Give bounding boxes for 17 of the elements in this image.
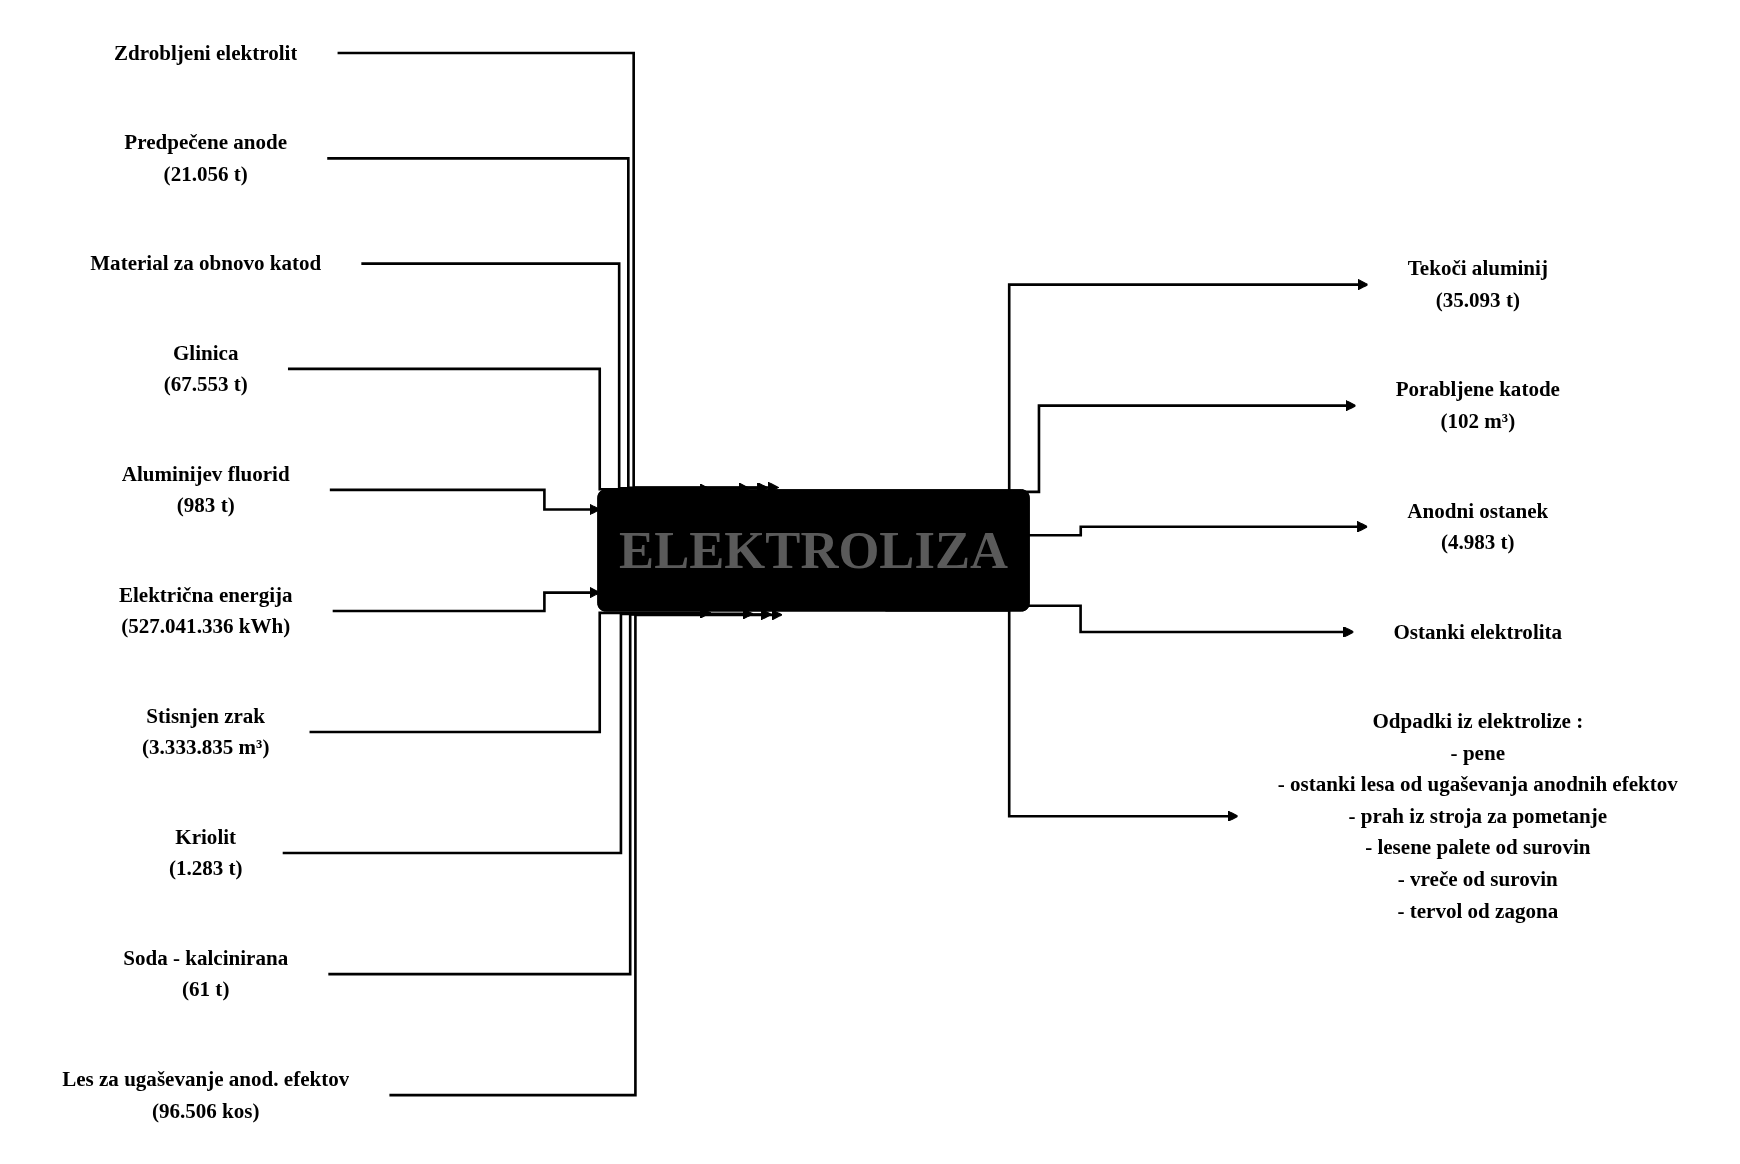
node-text: Soda - kalcinirana (61 t) bbox=[123, 946, 289, 1001]
node-text: Stisnjen zrak (3.333.835 m³) bbox=[142, 704, 270, 759]
node-text: Anodni ostanek (4.983 t) bbox=[1407, 499, 1549, 554]
node-text: Porabljene katode (102 m³) bbox=[1395, 378, 1560, 432]
arrow bbox=[388, 609, 783, 1097]
node-text: Električna energija (527.041.336 kWh) bbox=[118, 583, 293, 638]
node-text: Kriolit (1.283 t) bbox=[168, 825, 243, 880]
node-text: Ostanki elektrolita bbox=[1393, 620, 1563, 643]
node-text: Aluminijev fluorid (983 t) bbox=[121, 462, 290, 517]
node-text: Les za ugaševanje anod. efektov (96.506 kos) bbox=[62, 1067, 350, 1122]
arrow bbox=[1028, 604, 1355, 638]
node-text: Tekoči aluminij (35.093 t) bbox=[1407, 257, 1548, 311]
node-text: Odpadki iz elektrolize : - pene - ostanki lesa od ugaševanja anodnih efektov - prah iz stroja za pometanje - lesene palete od surovin - vreče od surovin - tervol od zagona bbox=[1277, 709, 1678, 922]
node-text: Material za obnovo katod bbox=[90, 251, 322, 275]
node-text: Predpečene anode (21.056 t) bbox=[124, 130, 288, 185]
node-text: Zdrobljeni elektrolit bbox=[114, 41, 298, 64]
node-text: Glinica (67.553 t) bbox=[163, 341, 248, 396]
